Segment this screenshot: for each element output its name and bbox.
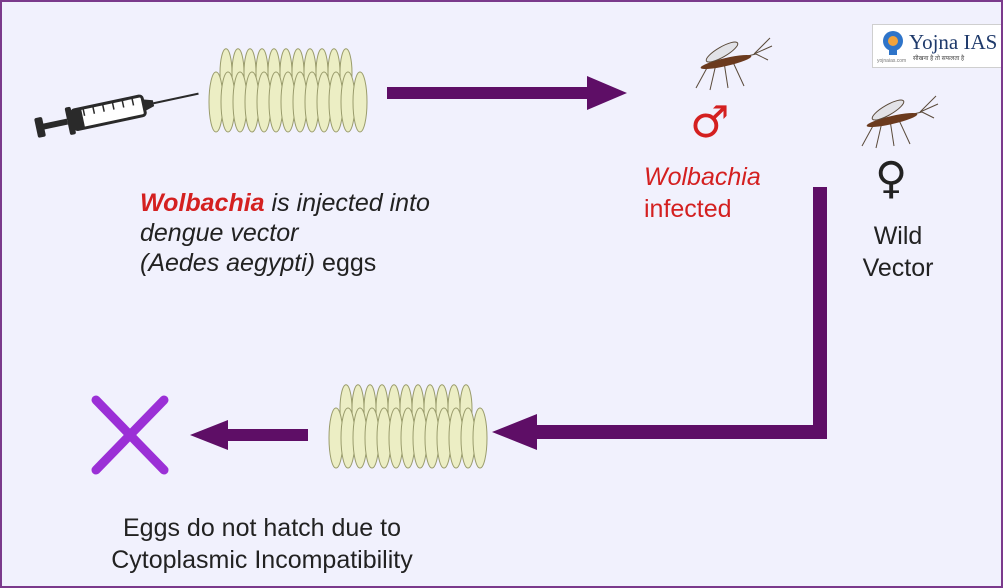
egg-cluster-icon (322, 390, 482, 480)
logo-name: Yojna IAS (909, 30, 997, 55)
arrow-to-cross (190, 420, 308, 450)
wolbachia-highlight: Wolbachia (140, 189, 265, 217)
injection-caption: Wolbachia is injected into dengue vector… (140, 188, 540, 278)
female-label-line1: Wild (848, 221, 948, 251)
arrow-to-eggs (492, 187, 837, 462)
caption-line3-species: (Aedes aegypti) (140, 249, 315, 277)
yojna-ias-logo: Yojna IAS सीखना है तो सफलता है yojnaias.… (872, 24, 1003, 68)
female-label-line2: Vector (848, 253, 948, 283)
outcome-line2: Cytoplasmic Incompatibility (62, 545, 462, 575)
mosquito-icon (850, 90, 940, 150)
head-icon (879, 29, 907, 57)
caption-line1: is injected into (265, 189, 430, 217)
egg-cluster-icon (202, 54, 362, 144)
caption-line2: dengue vector (140, 218, 540, 248)
outcome-line1: Eggs do not hatch due to (62, 513, 462, 543)
cross-icon (88, 394, 172, 476)
caption-line3-rest: eggs (315, 249, 376, 277)
logo-url: yojnaias.com (877, 58, 906, 64)
male-symbol: ♂ (690, 98, 729, 148)
female-symbol: ♀ (875, 152, 907, 206)
syringe-icon (32, 80, 202, 140)
arrow-to-mosquitoes (387, 76, 632, 110)
mosquito-icon (684, 32, 774, 92)
logo-tagline: सीखना है तो सफलता है (913, 54, 964, 62)
